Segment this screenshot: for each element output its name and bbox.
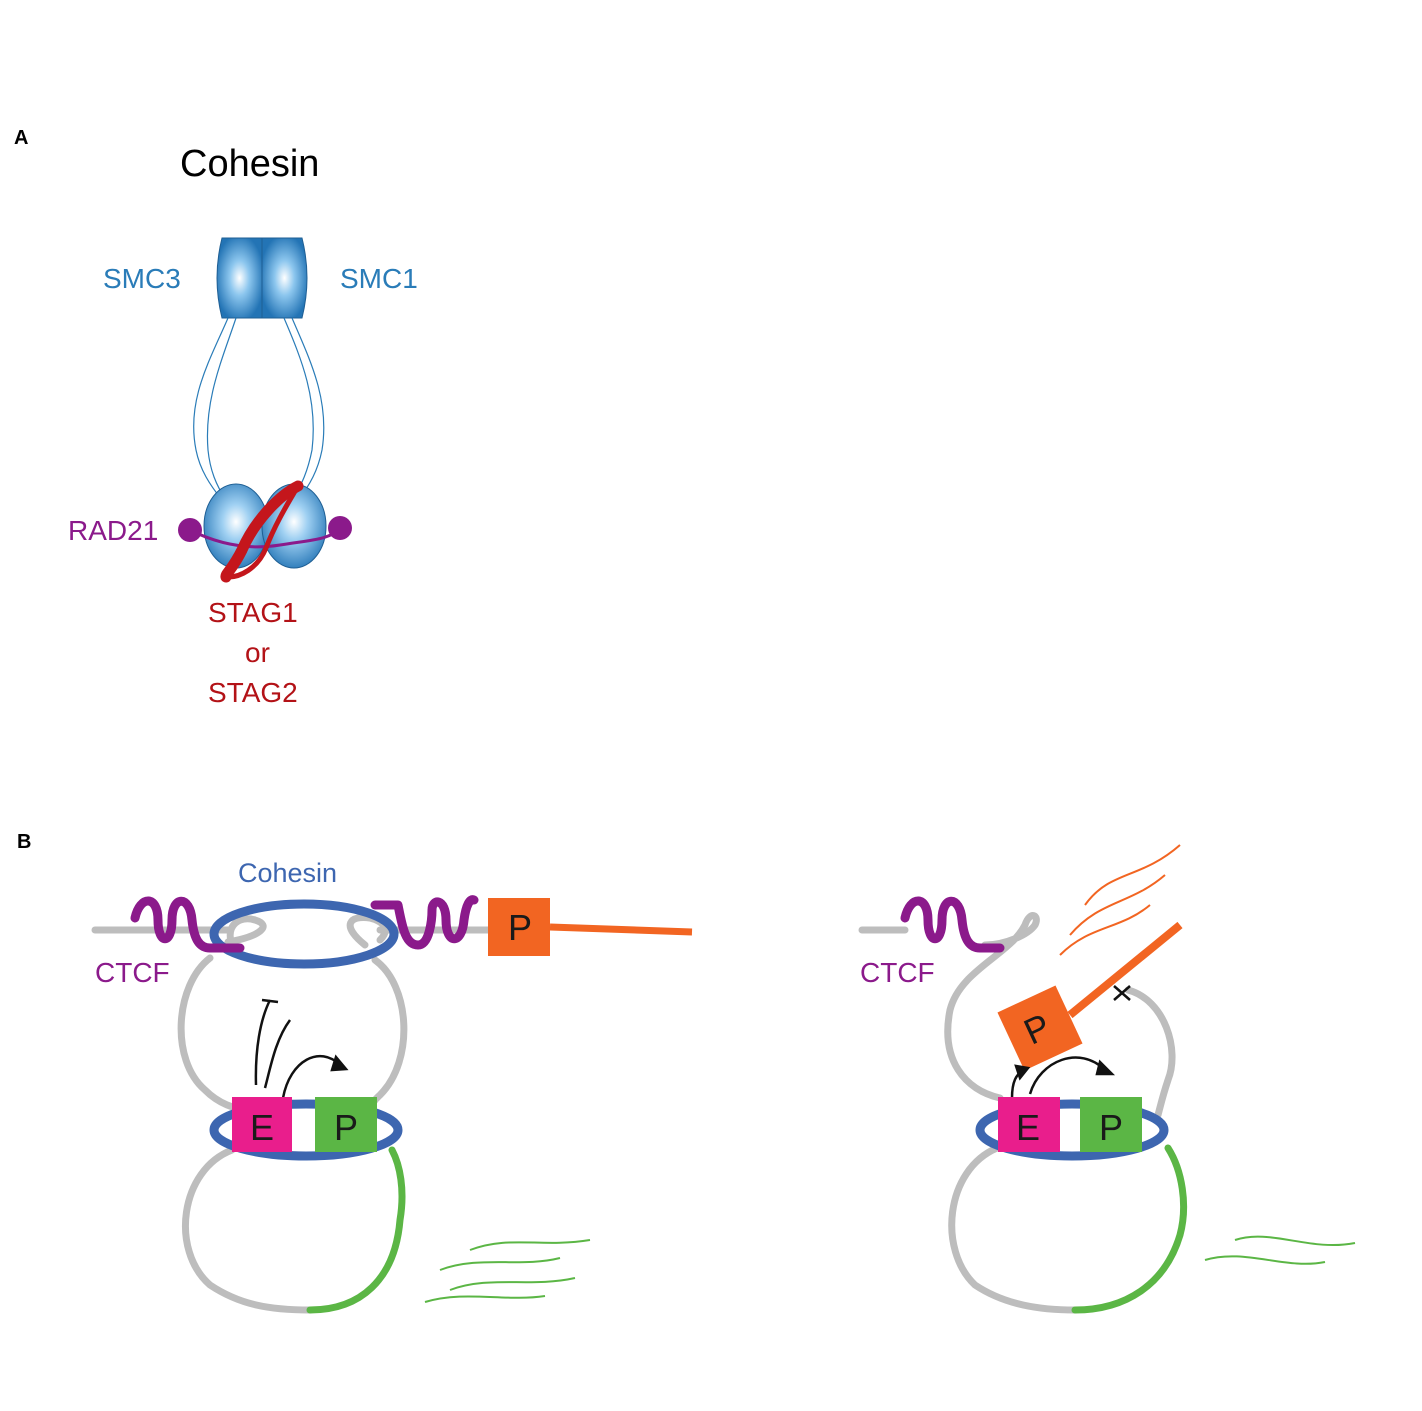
ctcf-label-left: CTCF [95,957,170,988]
ctcf-right [900,896,1005,953]
smc3-label: SMC3 [103,263,181,294]
rad21-label: RAD21 [68,515,158,546]
enhancer-left-label: E [250,1107,274,1148]
panel-a: A Cohesin SMC3 SMC1 RAD21 [14,127,418,708]
transcripts-left [424,1239,591,1303]
smc-hinge [216,237,308,319]
panel-a-letter: A [14,127,28,149]
cut-mark [1113,985,1131,1001]
rad21 [178,516,352,549]
ep-loop-anchor-right: E P [975,1097,1169,1161]
stag-subunit [220,480,304,583]
enhancer-right-label: E [1016,1107,1040,1148]
ctcf-label-right: CTCF [860,957,935,988]
stag-or-label: or [245,637,270,668]
scenario-disrupted: CTCF P [858,844,1356,1314]
promoter-green-right [1080,1097,1142,1152]
promoter-green-left-label: P [334,1107,358,1148]
regulation-arrows-right [1010,1056,1116,1099]
ep-loop-anchor-left: E P [209,1097,403,1161]
promoter-green-left [315,1097,377,1152]
orange-gene-body-right [1067,921,1183,1019]
promoter-orange-left-label: P [508,907,532,948]
panel-b-letter: B [17,831,31,853]
promoter-green-right-label: P [1099,1107,1123,1148]
stag2-label: STAG2 [208,677,298,708]
orange-gene-body-left [549,923,693,936]
scenario-intact: Cohesin CTCF P E [91,858,693,1314]
promoter-orange-right [997,985,1083,1071]
ctcf-left-2 [370,895,479,950]
cohesin-label: Cohesin [238,858,337,888]
ctcf-left-1 [130,896,245,953]
promoter-orange-left [488,898,550,956]
panel-b: B Cohesin CTCF P [17,831,1356,1314]
smc1-label: SMC1 [340,263,418,294]
stag1-label: STAG1 [208,597,298,628]
transcripts-green-right [1204,1235,1356,1265]
cohesin-title: Cohesin [180,143,319,185]
smc-coiled-coil-arms [193,317,325,501]
cohesin-ring-top-left [209,899,399,969]
regulation-arrows-left [254,998,349,1099]
enhancer-left [232,1097,292,1152]
transcripts-orange-right [1059,844,1181,956]
chromatin-fiber-right [858,912,1176,1314]
enhancer-right [998,1097,1060,1152]
